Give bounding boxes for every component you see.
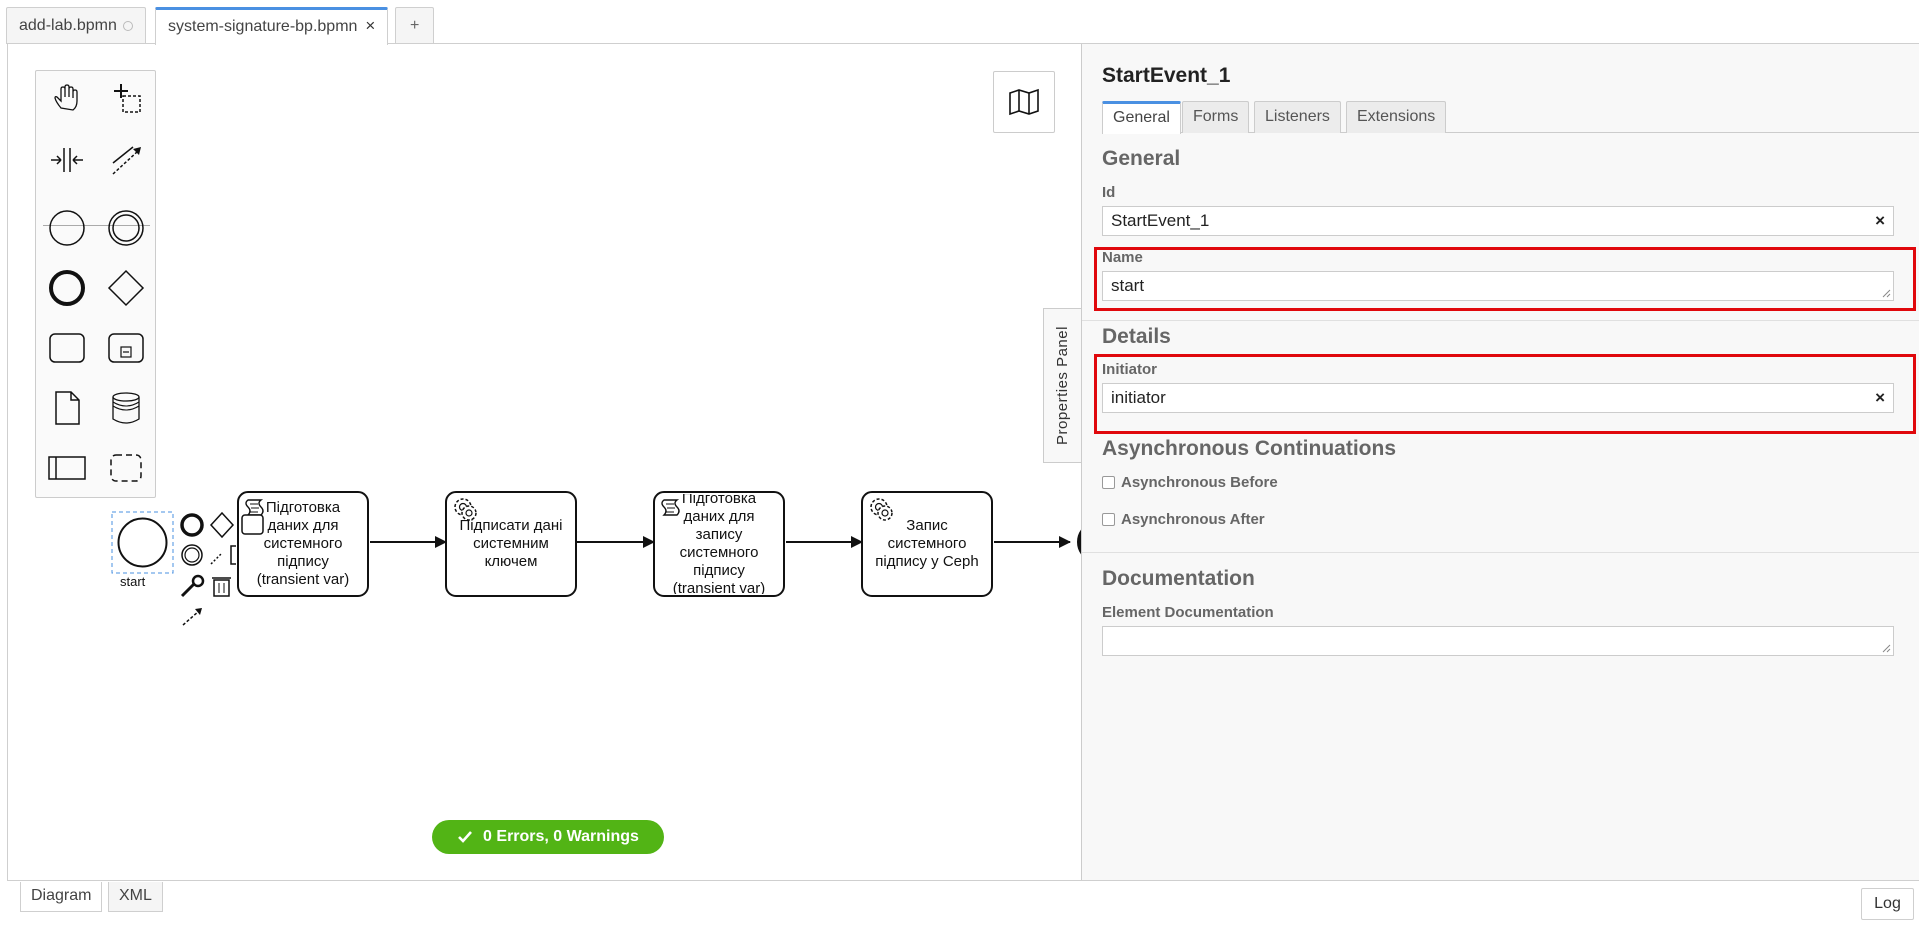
async-before-label: Asynchronous Before [1121, 474, 1278, 491]
task-label: Запис системного підпису у Ceph [875, 517, 979, 570]
tab-diagram[interactable]: Diagram [20, 882, 103, 912]
textarea-resize-icon[interactable] [1881, 643, 1891, 653]
async-after-row[interactable]: Asynchronous After [1102, 511, 1265, 528]
highlight-box-initiator [1094, 354, 1916, 434]
script-task-icon [661, 499, 680, 516]
task-shape[interactable] [237, 491, 369, 597]
file-tab-system-signature[interactable]: system-signature-bp.bpmn × [155, 7, 389, 45]
context-pad [180, 511, 264, 626]
map-icon [1009, 88, 1039, 116]
log-button[interactable]: Log [1861, 888, 1914, 920]
task-shape[interactable] [861, 491, 993, 597]
file-tab-add-lab[interactable]: add-lab.bpmn [6, 7, 146, 44]
delete-trash-icon[interactable] [212, 577, 231, 597]
service-task-icon [454, 498, 477, 521]
end-event[interactable] [1077, 523, 1081, 561]
properties-panel-toggle-label: Properties Panel [1054, 326, 1071, 445]
create-start-event-icon[interactable] [46, 207, 88, 249]
tab-general[interactable]: General [1102, 101, 1181, 134]
palette-separator [43, 225, 150, 226]
diagram-canvas[interactable]: start Підготовка даних для системного пі… [8, 44, 1081, 880]
service-task-icon [870, 498, 893, 521]
append-text-annotation-icon[interactable] [210, 545, 236, 565]
create-subprocess-icon[interactable] [105, 327, 147, 369]
task-label: Підготовка даних для системного підпису … [256, 499, 350, 588]
tool-palette [35, 70, 156, 498]
task-label: Підготовка даних для запису системного п… [672, 494, 766, 594]
create-end-event-icon[interactable] [46, 267, 88, 309]
start-event[interactable] [111, 511, 174, 574]
lint-status-badge[interactable]: 0 Errors, 0 Warnings [432, 820, 664, 854]
group-title-async: Asynchronous Continuations [1102, 437, 1396, 460]
task-shape[interactable] [445, 491, 577, 597]
async-before-row[interactable]: Asynchronous Before [1102, 474, 1278, 491]
file-tab-bar: add-lab.bpmn system-signature-bp.bpmn × + [0, 0, 1919, 45]
create-intermediate-event-icon[interactable] [105, 207, 147, 249]
async-before-checkbox[interactable] [1102, 476, 1115, 489]
element-title: StartEvent_1 [1102, 64, 1231, 87]
space-tool-icon[interactable] [46, 139, 88, 181]
properties-panel: StartEvent_1 General Forms Listeners Ext… [1081, 44, 1919, 880]
lint-status-text: 0 Errors, 0 Warnings [483, 828, 639, 845]
create-group-icon[interactable] [105, 447, 147, 489]
append-intermediate-event-icon[interactable] [181, 544, 203, 566]
connect-icon[interactable] [182, 608, 202, 626]
file-tab-label: system-signature-bp.bpmn [168, 18, 358, 35]
highlight-box-name [1094, 247, 1916, 311]
add-tab-button[interactable]: + [395, 7, 435, 44]
group-title-general: General [1102, 147, 1181, 170]
tab-listeners[interactable]: Listeners [1254, 101, 1341, 133]
create-participant-icon[interactable] [46, 447, 88, 489]
group-title-details: Details [1102, 325, 1171, 348]
create-data-store-icon[interactable] [105, 387, 147, 429]
start-event-label: start [120, 574, 146, 589]
create-data-object-icon[interactable] [46, 387, 88, 429]
initiator-label: Initiator [1102, 361, 1157, 378]
task-label: Підписати дані системним ключем [459, 517, 563, 570]
async-after-checkbox[interactable] [1102, 513, 1115, 526]
hand-tool-icon[interactable] [46, 78, 88, 120]
async-after-label: Asynchronous After [1121, 511, 1265, 528]
append-end-event-icon[interactable] [180, 513, 204, 537]
tab-forms[interactable]: Forms [1182, 101, 1250, 133]
tab-extensions[interactable]: Extensions [1346, 101, 1447, 133]
initiator-field[interactable]: initiator × [1102, 383, 1894, 413]
initiator-value: initiator [1111, 388, 1166, 407]
tab-xml[interactable]: XML [108, 882, 163, 912]
name-value: start [1111, 276, 1145, 295]
diagram-graphics [111, 491, 1081, 626]
name-label: Name [1102, 249, 1143, 266]
properties-panel-toggle[interactable]: Properties Panel [1043, 308, 1081, 463]
create-task-icon[interactable] [46, 327, 88, 369]
global-connect-tool-icon[interactable] [105, 139, 147, 181]
textarea-resize-icon[interactable] [1881, 288, 1891, 298]
element-documentation-label: Element Documentation [1102, 604, 1274, 621]
id-value: StartEvent_1 [1111, 211, 1210, 230]
checkmark-icon [458, 831, 473, 843]
group-separator [1082, 552, 1919, 553]
id-field[interactable]: StartEvent_1 × [1102, 206, 1894, 236]
append-gateway-icon[interactable] [209, 511, 235, 539]
task-shape[interactable] [653, 491, 785, 597]
file-tab-label: add-lab.bpmn [19, 17, 117, 34]
script-task-icon [245, 499, 264, 516]
minimap-toggle-button[interactable] [993, 71, 1055, 133]
name-field[interactable]: start [1102, 271, 1894, 301]
close-tab-icon[interactable]: × [365, 16, 376, 35]
group-title-documentation: Documentation [1102, 567, 1255, 590]
change-type-wrench-icon[interactable] [180, 574, 205, 598]
lasso-tool-icon[interactable] [105, 78, 147, 120]
create-gateway-icon[interactable] [105, 267, 147, 309]
unsaved-indicator-icon [122, 21, 133, 31]
clear-initiator-icon[interactable]: × [1875, 388, 1885, 407]
properties-tab-bar: General Forms Listeners Extensions [1102, 101, 1919, 134]
clear-id-icon[interactable]: × [1875, 211, 1885, 230]
id-label: Id [1102, 184, 1116, 201]
append-task-icon[interactable] [241, 514, 264, 535]
group-separator [1082, 320, 1919, 321]
element-documentation-field[interactable] [1102, 626, 1894, 656]
